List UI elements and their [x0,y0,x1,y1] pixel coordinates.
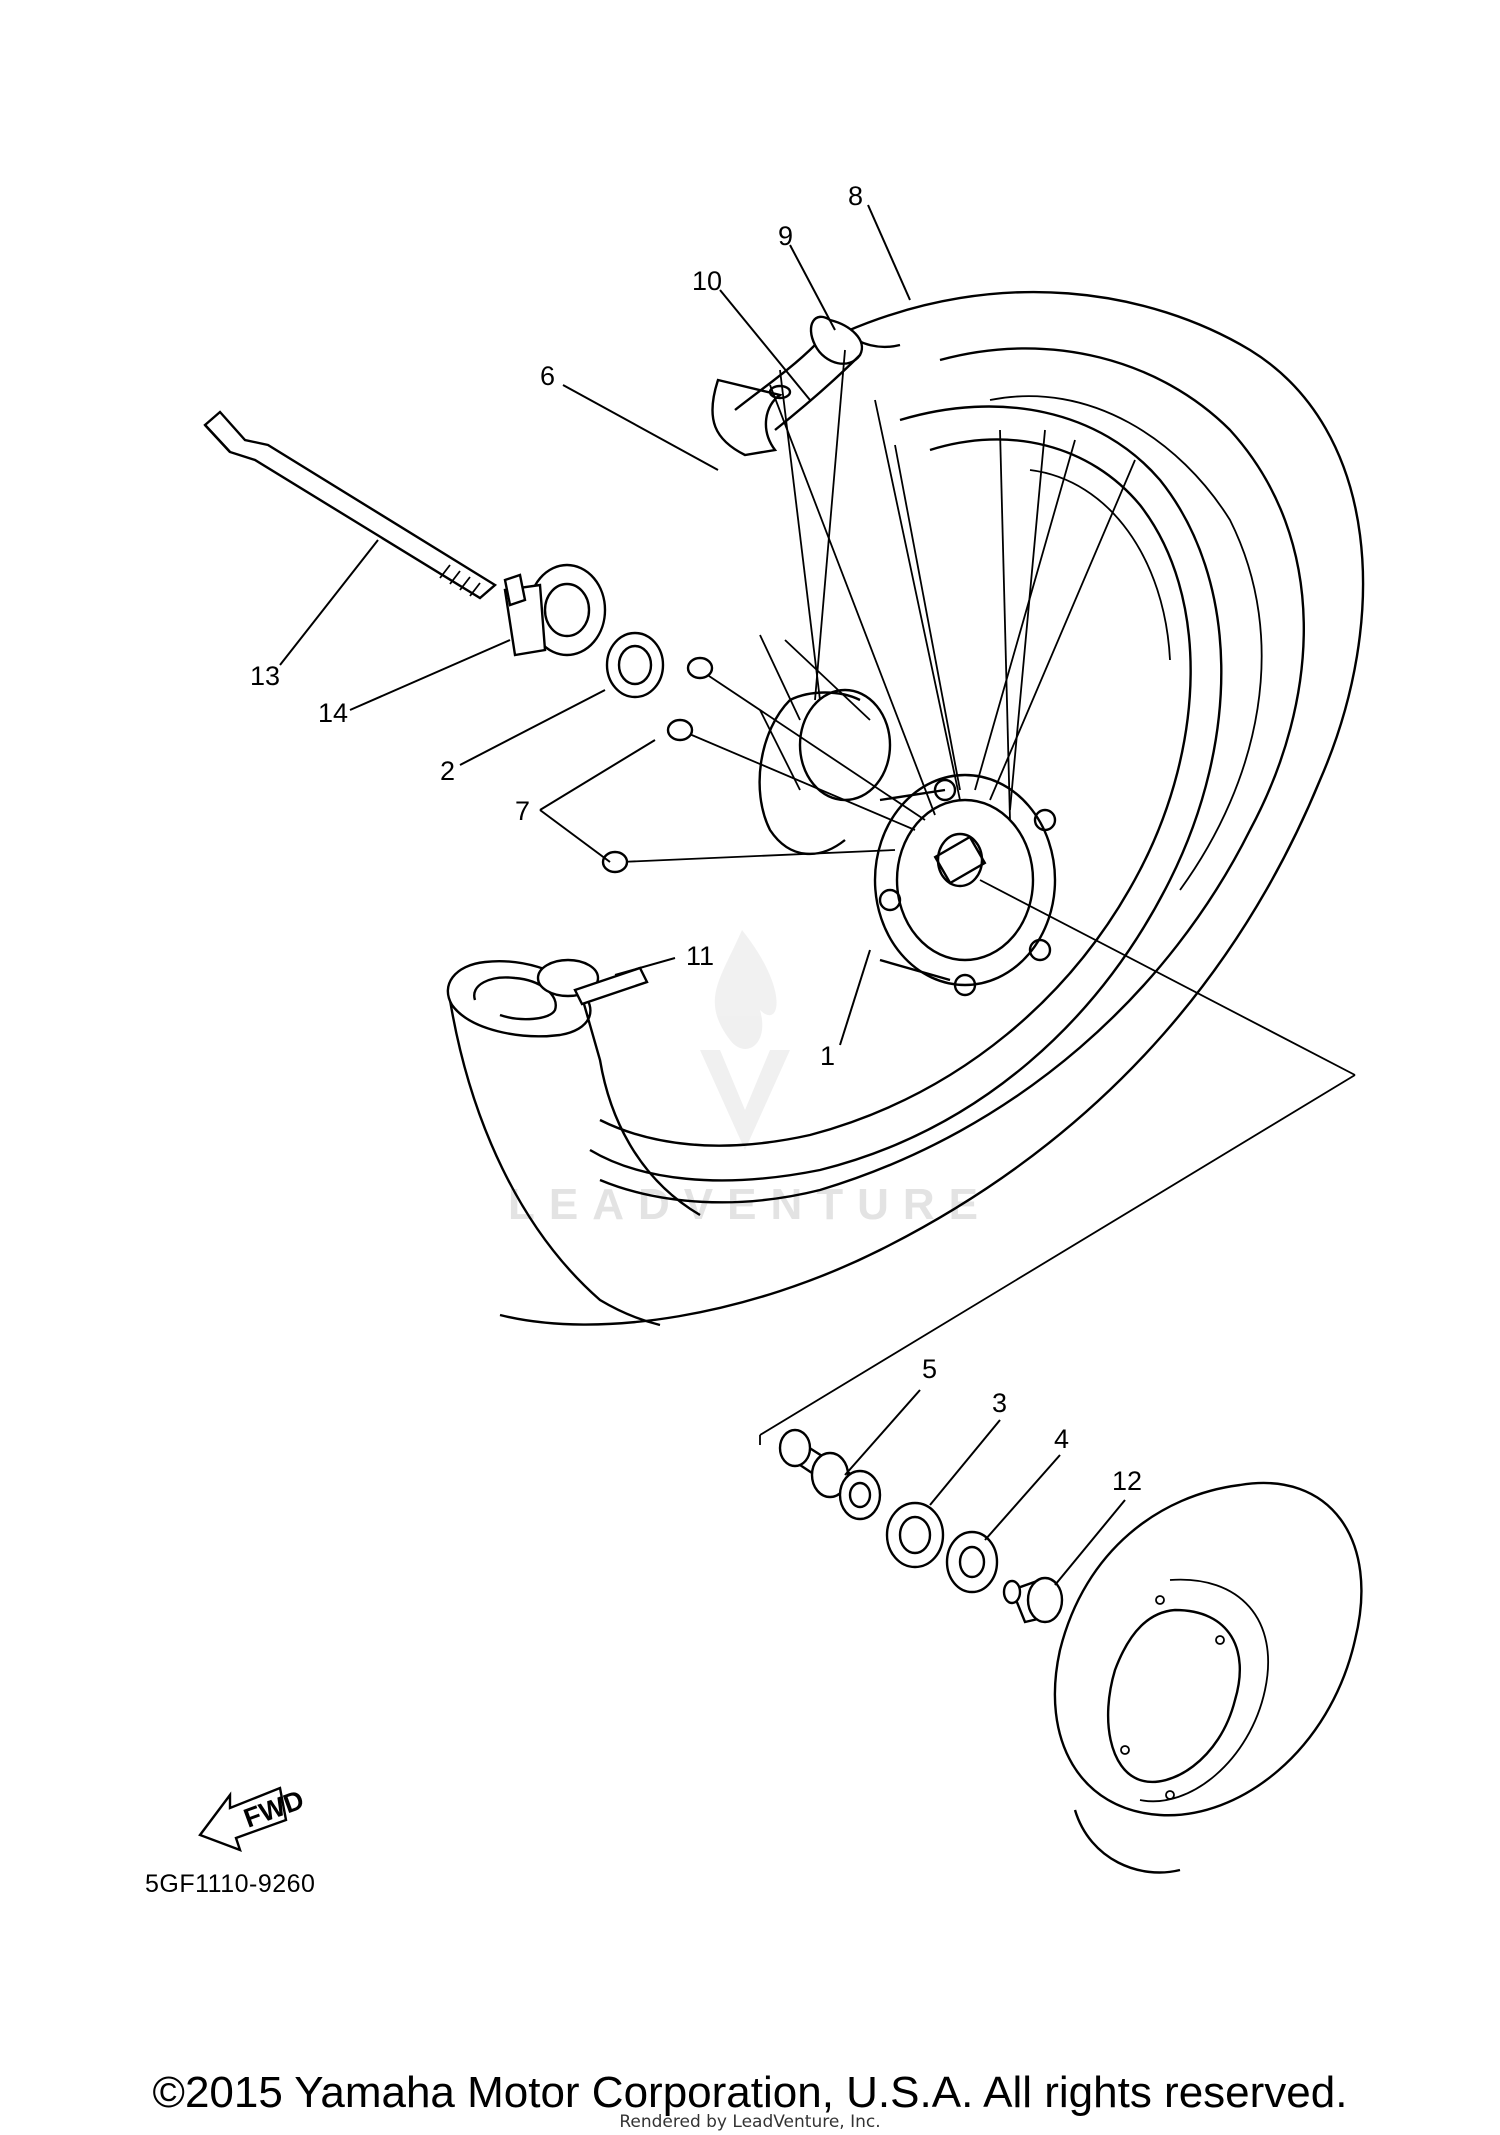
rendered-by-credit: Rendered by LeadVenture, Inc. [619,2112,881,2132]
spacer-collar [778,1428,882,1521]
callout-10: 10 [692,266,722,296]
tube-cutaway [446,960,701,1217]
collar [1002,1576,1064,1624]
callout-4: 4 [1054,1424,1069,1454]
diagram-code: 5GF1110-9260 [145,1870,316,1898]
callout-2: 2 [440,756,455,786]
brake-disc [1053,1481,1363,1874]
callout-8: 8 [848,181,863,211]
callout-5: 5 [922,1354,937,1384]
spoke-nipples [601,656,714,874]
copyright-notice: ©2015 Yamaha Motor Corporation, U.S.A. A… [152,2068,1348,2117]
bearing-right [885,1501,945,1569]
callout-14: 14 [318,698,348,728]
leadventure-logo-icon [700,930,790,1150]
valve [536,958,649,1006]
spokes [619,349,1136,863]
oil-seal [945,1530,999,1594]
axle [203,410,498,600]
leader-lines [279,204,1126,1586]
speedo-gear [503,563,607,657]
bearing-left [605,631,665,699]
callout-13: 13 [250,661,280,691]
axis-guides [759,879,1356,1445]
callout-3: 3 [992,1388,1007,1418]
callout-1: 1 [820,1041,835,1071]
callout-numbers: 8 9 10 6 13 14 2 7 11 1 5 3 4 12 [250,181,1142,1496]
callout-9: 9 [778,221,793,251]
fwd-arrow-icon: FWD [198,1784,308,1853]
callout-7: 7 [515,796,530,826]
watermark-text: LEADVENTURE [507,1180,993,1229]
hub [758,688,1057,997]
rim-band-section [711,315,864,457]
callout-6: 6 [540,361,555,391]
callout-11: 11 [686,941,714,971]
rim [589,405,1223,1182]
callout-12: 12 [1112,1466,1142,1496]
tire [448,290,1365,1327]
